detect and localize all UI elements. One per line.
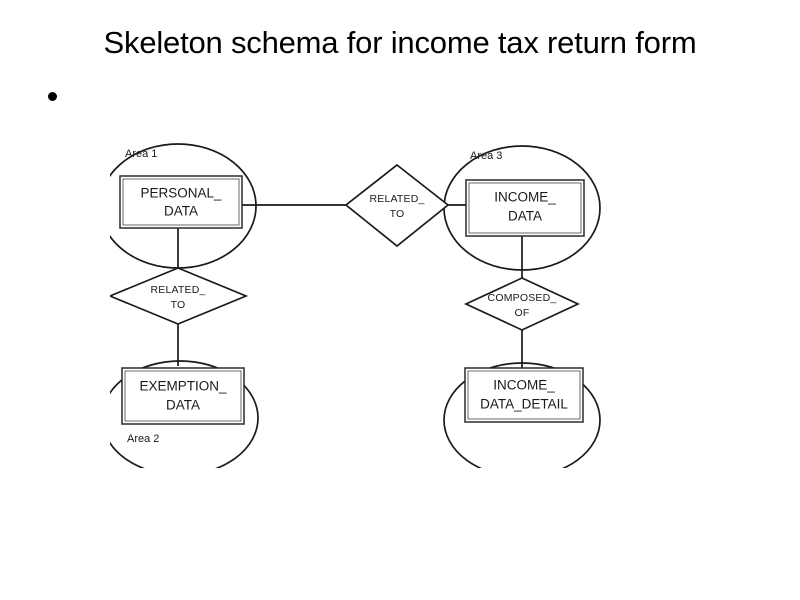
relationship-related-to-center-group[interactable]: RELATED_ TO: [344, 163, 450, 248]
er-diagram-container: Area 1 PERSONAL_ DATA Area 3 INCOME_ DAT…: [110, 128, 670, 468]
area-2-group[interactable]: EXEMPTION_ DATA Area 2: [110, 360, 259, 468]
relationship-related-to-left-line1: RELATED_: [150, 284, 205, 296]
bullet-list-item: [44, 88, 744, 114]
area-2-label: Area 2: [127, 433, 159, 445]
entity-income-data-inner-box: [468, 182, 582, 234]
area-3-label: Area 3: [470, 150, 502, 162]
er-diagram: Area 1 PERSONAL_ DATA Area 3 INCOME_ DAT…: [110, 143, 601, 468]
entity-income-data-line1: INCOME_: [494, 190, 556, 205]
entity-income-data-detail-line1: INCOME_: [493, 378, 555, 393]
relationship-composed-of-diamond[interactable]: [463, 277, 581, 331]
relationship-composed-of-line2: OF: [515, 307, 530, 319]
area-4-ellipse[interactable]: [443, 362, 601, 468]
area-3-group[interactable]: Area 3 INCOME_ DATA: [443, 145, 601, 271]
area-2-ellipse[interactable]: [110, 360, 259, 468]
area-1-label: Area 1: [125, 148, 157, 160]
entity-exemption-data-line1: EXEMPTION_: [139, 379, 227, 394]
entity-personal-data-inner-box: [122, 178, 240, 226]
entity-personal-data-line2: DATA: [164, 204, 198, 219]
entity-income-data-detail-inner-box: [467, 370, 581, 420]
entity-income-data-line2: DATA: [508, 209, 542, 224]
relationship-composed-of-line1: COMPOSED_: [488, 292, 557, 304]
entity-income-data-detail-box[interactable]: [464, 367, 584, 423]
entity-exemption-data-box[interactable]: [121, 367, 245, 425]
entity-personal-data-line1: PERSONAL_: [140, 186, 222, 201]
relationship-related-to-left-group[interactable]: RELATED_ TO: [110, 267, 249, 325]
relationship-related-to-left-diamond[interactable]: [110, 267, 249, 325]
entity-personal-data-box[interactable]: [119, 175, 243, 229]
entity-income-data-box[interactable]: [465, 179, 585, 237]
area-4-group[interactable]: INCOME_ DATA_DETAIL: [443, 362, 601, 468]
entity-income-data-detail-line2: DATA_DETAIL: [480, 397, 568, 412]
entity-exemption-data-inner-box: [124, 370, 242, 422]
area-1-group[interactable]: Area 1 PERSONAL_ DATA: [110, 143, 257, 269]
bullet-dot-icon: [48, 92, 57, 101]
relationship-related-to-center-line1: RELATED_: [369, 193, 424, 205]
relationship-related-to-left-line2: TO: [171, 299, 186, 311]
entity-exemption-data-line2: DATA: [166, 398, 200, 413]
relationship-composed-of-group[interactable]: COMPOSED_ OF: [463, 277, 581, 331]
relationship-related-to-center-diamond[interactable]: [344, 163, 450, 248]
page-title: Skeleton schema for income tax return fo…: [103, 25, 697, 60]
relationship-related-to-center-line2: TO: [390, 208, 405, 220]
